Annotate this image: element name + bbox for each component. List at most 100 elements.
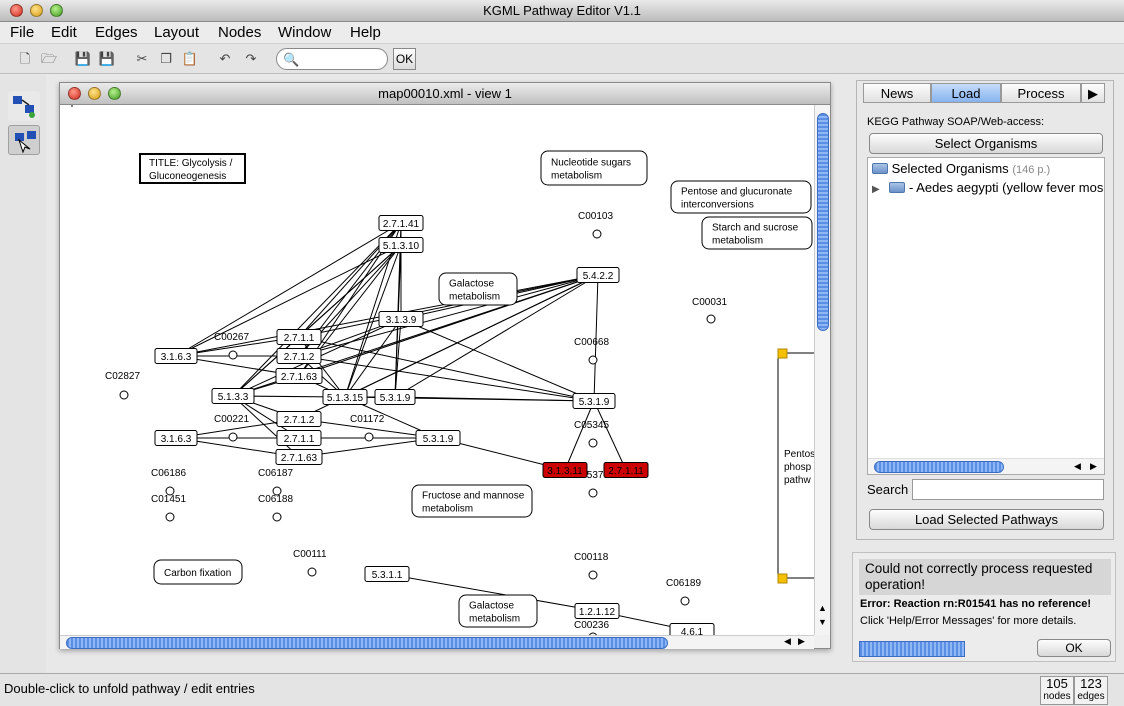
enzyme-node[interactable]: 2.7.1.63 xyxy=(275,449,323,465)
enzyme-node[interactable]: 4.6.1 xyxy=(669,623,715,636)
tab-scroll-right-icon[interactable]: ▶ xyxy=(1081,83,1105,103)
compound-node[interactable]: C05378 xyxy=(574,470,609,498)
compound-node[interactable]: C00118 xyxy=(574,552,609,580)
new-file-icon[interactable]: 🗋 xyxy=(19,51,31,66)
view-minimize-button[interactable] xyxy=(88,87,101,100)
compound-node[interactable]: C02827 xyxy=(105,371,140,400)
resize-handle[interactable] xyxy=(777,348,788,359)
tree-scroll-thumb[interactable] xyxy=(874,461,1004,473)
view-zoom-button[interactable] xyxy=(108,87,121,100)
menu-file[interactable]: File xyxy=(10,24,35,41)
pathway-title-node[interactable]: TITLE: Glycolysis /Gluconeogenesis xyxy=(139,153,246,184)
select-tool-icon[interactable] xyxy=(8,125,40,155)
enzyme-node[interactable]: 2.7.1.41 xyxy=(378,215,424,231)
redo-icon[interactable]: ↷ xyxy=(245,51,257,66)
organism-tree[interactable]: Selected Organisms (146 p.) ▶ - Aedes ae… xyxy=(867,157,1105,475)
compound-node[interactable]: C06189 xyxy=(666,578,701,606)
menu-window[interactable]: Window xyxy=(278,24,332,41)
enzyme-node[interactable]: 2.7.1.2 xyxy=(276,411,322,427)
toolbar-ok-button[interactable]: OK xyxy=(393,48,416,70)
tab-news[interactable]: News xyxy=(863,83,931,103)
scroll-left-icon[interactable]: ◀ xyxy=(784,636,791,646)
horizontal-scroll-thumb[interactable] xyxy=(66,637,668,649)
tree-root-item[interactable]: Selected Organisms (146 p.) xyxy=(872,161,1050,176)
layout-tool-icon[interactable] xyxy=(8,91,40,121)
compound-node[interactable]: C06188 xyxy=(258,494,293,522)
tree-child-item[interactable]: ▶ - Aedes aegypti (yellow fever mosquito… xyxy=(872,180,1104,195)
view-close-button[interactable] xyxy=(68,87,81,100)
tree-scroll-left-icon[interactable]: ◀ xyxy=(1074,461,1081,471)
enzyme-node[interactable]: 5.3.1.1 xyxy=(364,566,410,582)
open-file-icon[interactable]: 🗁 xyxy=(40,51,58,66)
menu-edit[interactable]: Edit xyxy=(51,24,77,41)
enzyme-node[interactable]: 5.1.3.15 xyxy=(322,389,368,405)
compound-node[interactable]: C06186 xyxy=(151,468,186,496)
highlighted-enzyme-node[interactable]: 3.1.3.11 xyxy=(542,462,588,478)
enzyme-node[interactable]: 3.1.6.3 xyxy=(154,430,198,446)
menu-nodes[interactable]: Nodes xyxy=(218,24,262,41)
enzyme-node[interactable]: 5.3.1.9 xyxy=(415,430,461,446)
compound-node[interactable]: C00111 xyxy=(293,549,327,577)
enzyme-node[interactable]: 5.1.3.10 xyxy=(378,237,424,253)
canvas-horizontal-scrollbar[interactable]: ◀ ▶ xyxy=(60,635,814,649)
toolbar-search-field[interactable]: 🔍 xyxy=(276,48,388,70)
minimize-window-button[interactable] xyxy=(30,4,43,17)
compound-node[interactable]: C00221 xyxy=(214,414,249,442)
load-selected-pathways-button[interactable]: Load Selected Pathways xyxy=(869,509,1104,530)
enzyme-node[interactable]: 3.1.6.3 xyxy=(154,348,198,364)
enzyme-node[interactable]: 2.7.1.1 xyxy=(276,329,322,345)
menu-help[interactable]: Help xyxy=(350,24,381,41)
compound-node[interactable]: C00668 xyxy=(574,337,609,365)
error-ok-button[interactable]: OK xyxy=(1037,639,1111,657)
enzyme-node[interactable]: 1.2.1.12 xyxy=(574,603,620,619)
enzyme-node[interactable]: 2.7.1.1 xyxy=(276,430,322,446)
enzyme-node[interactable]: 3.1.3.9 xyxy=(378,311,424,327)
enzyme-node[interactable]: 5.3.1.9 xyxy=(572,393,616,409)
menu-layout[interactable]: Layout xyxy=(154,24,200,41)
zoom-window-button[interactable] xyxy=(50,4,63,17)
save-all-icon[interactable]: 💾 xyxy=(98,51,116,66)
scroll-down-icon[interactable]: ▼ xyxy=(818,617,827,627)
scroll-right-icon[interactable]: ▶ xyxy=(798,636,805,646)
close-window-button[interactable] xyxy=(10,4,23,17)
map-node[interactable]: Carbon fixation xyxy=(153,559,243,585)
tab-load[interactable]: Load xyxy=(931,83,1001,103)
resize-handle[interactable] xyxy=(777,573,788,584)
enzyme-node[interactable]: 5.4.2.2 xyxy=(576,267,620,283)
organism-search-input[interactable] xyxy=(912,479,1104,500)
compound-node[interactable]: C01451 xyxy=(151,494,186,522)
tab-process[interactable]: Process xyxy=(1001,83,1081,103)
undo-icon[interactable]: ↶ xyxy=(219,51,231,66)
canvas-vertical-scrollbar[interactable]: ▲ ▼ xyxy=(814,105,830,635)
select-organisms-button[interactable]: Select Organisms xyxy=(869,133,1103,154)
enzyme-node[interactable]: 5.3.1.9 xyxy=(374,389,416,405)
tree-horizontal-scrollbar[interactable]: ◀ ▶ xyxy=(868,458,1104,474)
compound-node[interactable]: C00031 xyxy=(692,297,727,324)
compound-node[interactable]: C06187 xyxy=(258,468,293,496)
cut-icon[interactable]: ✂ xyxy=(136,51,148,66)
compound-node[interactable]: C01172 xyxy=(350,414,385,442)
copy-icon[interactable]: ❐ xyxy=(160,51,172,66)
compound-node[interactable]: C00267 xyxy=(214,332,249,360)
enzyme-node[interactable]: 2.7.1.63 xyxy=(275,368,323,384)
save-icon[interactable]: 💾 xyxy=(74,51,92,66)
tree-scroll-right-icon[interactable]: ▶ xyxy=(1090,461,1097,471)
compound-node[interactable]: C00236 xyxy=(574,620,609,635)
vertical-scroll-thumb[interactable] xyxy=(817,113,829,331)
expand-arrow-icon[interactable]: ▶ xyxy=(872,184,880,195)
paste-icon[interactable]: 📋 xyxy=(181,51,199,66)
compound-node[interactable]: C05345 xyxy=(574,420,609,448)
enzyme-node[interactable]: 2.7.1.2 xyxy=(276,348,322,364)
highlighted-enzyme-node[interactable]: 2.7.1.11 xyxy=(603,462,649,478)
compound-node[interactable]: C00103 xyxy=(578,211,613,239)
menu-edges[interactable]: Edges xyxy=(95,24,138,41)
